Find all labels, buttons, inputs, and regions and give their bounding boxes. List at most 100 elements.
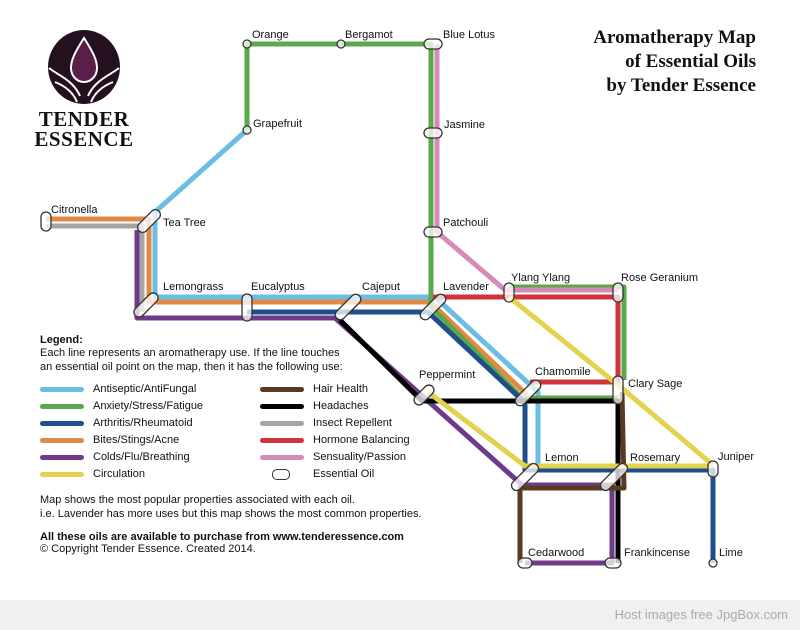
legend-item: Hair Health <box>260 382 440 396</box>
line-hormone <box>433 294 621 385</box>
legend-item: Essential Oil <box>260 467 440 481</box>
legend-item: Headaches <box>260 399 440 413</box>
station-tea-tree[interactable] <box>136 208 163 235</box>
legend-label: Hair Health <box>313 383 369 395</box>
footer-text[interactable]: Host images free JpgBox.com <box>614 607 788 622</box>
station-bergamot[interactable] <box>336 39 346 49</box>
label-citronella: Citronella <box>51 204 98 216</box>
line-sensuality <box>434 44 618 293</box>
label-peppermint: Peppermint <box>419 369 475 381</box>
label-cedarwood: Cedarwood <box>528 547 584 559</box>
label-clary-sage: Clary Sage <box>628 378 682 390</box>
station-lemon[interactable] <box>509 461 540 492</box>
essential-oil-marker-icon <box>272 468 290 480</box>
legend-item: Arthritis/Rheumatoid <box>40 416 260 430</box>
aromatherapy-map: Orange Bergamot Blue Lotus Grapefruit Ja… <box>40 29 754 569</box>
station-grapefruit[interactable] <box>242 125 252 135</box>
line-hair <box>517 391 627 563</box>
legend-label: Insect Repellent <box>313 417 392 429</box>
station-eucalyptus[interactable] <box>241 293 253 322</box>
legend-item: Insect Repellent <box>260 416 440 430</box>
legend-note-2: i.e. Lavender has more uses but this map… <box>40 508 422 520</box>
copyright-text: © Copyright Tender Essence. Created 2014… <box>40 543 256 555</box>
legend-swatch <box>40 437 84 443</box>
label-orange: Orange <box>252 29 289 41</box>
title-line-2: of Essential Oils <box>625 51 756 72</box>
label-juniper: Juniper <box>718 451 754 463</box>
label-chamomile: Chamomile <box>535 366 591 378</box>
label-tea-tree: Tea Tree <box>163 217 206 229</box>
legend-item: Circulation <box>40 467 260 481</box>
label-lemongrass: Lemongrass <box>163 281 224 293</box>
legend-label: Headaches <box>313 400 369 412</box>
legend-swatch <box>40 386 84 392</box>
station-frankincense[interactable] <box>604 557 622 569</box>
legend-desc-1: Each line represents an aromatherapy use… <box>40 347 340 359</box>
label-blue-lotus: Blue Lotus <box>443 29 495 41</box>
station-ylang-ylang[interactable] <box>503 282 515 303</box>
label-rose-geranium: Rose Geranium <box>621 272 698 284</box>
station-lime[interactable] <box>708 558 718 568</box>
station-rose-geranium[interactable] <box>612 282 624 303</box>
label-lime: Lime <box>719 547 743 559</box>
label-cajeput: Cajeput <box>362 281 400 293</box>
legend-item: Bites/Stings/Acne <box>40 433 260 447</box>
title-line-1: Aromatherapy Map <box>593 27 756 48</box>
line-antiseptic <box>152 128 541 470</box>
logo-text-1: TENDER <box>38 107 130 131</box>
label-frankincense: Frankincense <box>624 547 690 559</box>
station-chamomile[interactable] <box>513 378 543 408</box>
legend: Legend: Each line represents an aromathe… <box>40 334 440 555</box>
station-lemongrass[interactable] <box>132 291 160 319</box>
logo-text-2: ESSENCE <box>34 127 134 151</box>
legend-desc-2: an essential oil point on the map, then … <box>40 361 343 373</box>
legend-label: Antiseptic/AntiFungal <box>93 383 197 395</box>
label-jasmine: Jasmine <box>444 119 485 131</box>
station-blue-lotus[interactable] <box>423 38 443 50</box>
purchase-text: All these oils are available to purchase… <box>40 531 404 543</box>
line-insect-repellent <box>46 223 145 312</box>
label-patchouli: Patchouli <box>443 217 488 229</box>
legend-heading: Legend: <box>40 334 83 346</box>
page-title: Aromatherapy Map of Essential Oils by Te… <box>593 26 756 98</box>
legend-label: Hormone Balancing <box>313 434 410 446</box>
station-cedarwood[interactable] <box>517 557 533 569</box>
label-eucalyptus: Eucalyptus <box>251 281 305 293</box>
legend-item: Anxiety/Stress/Fatigue <box>40 399 260 413</box>
legend-swatch <box>260 420 304 426</box>
station-clary-sage[interactable] <box>612 375 624 405</box>
legend-label: Sensuality/Passion <box>313 451 406 463</box>
legend-swatch <box>40 420 84 426</box>
legend-swatch <box>40 403 84 409</box>
legend-label: Anxiety/Stress/Fatigue <box>93 400 204 412</box>
label-lemon: Lemon <box>545 452 579 464</box>
station-patchouli[interactable] <box>423 226 443 238</box>
station-peppermint[interactable] <box>412 383 436 407</box>
station-jasmine[interactable] <box>423 127 443 139</box>
legend-label: Colds/Flu/Breathing <box>93 451 190 463</box>
station-cajeput[interactable] <box>333 292 363 322</box>
station-lavender[interactable] <box>418 292 448 322</box>
station-rosemary[interactable] <box>598 461 629 492</box>
station-juniper[interactable] <box>707 460 719 478</box>
label-bergamot: Bergamot <box>345 29 393 41</box>
legend-swatch <box>40 454 84 460</box>
legend-swatch <box>260 437 304 443</box>
legend-label: Essential Oil <box>313 468 375 480</box>
footer-bar: Host images free JpgBox.com <box>0 600 800 630</box>
label-ylang-ylang: Ylang Ylang <box>511 272 570 284</box>
legend-label: Circulation <box>93 468 145 480</box>
logo: TENDER ESSENCE <box>34 30 134 151</box>
legend-item: Antiseptic/AntiFungal <box>40 382 260 396</box>
legend-item: Sensuality/Passion <box>260 450 440 464</box>
line-anxiety-2 <box>509 284 627 380</box>
legend-item: Colds/Flu/Breathing <box>40 450 260 464</box>
label-grapefruit: Grapefruit <box>253 118 302 130</box>
legend-swatch <box>260 454 304 460</box>
title-line-3: by Tender Essence <box>606 75 756 96</box>
legend-swatch <box>260 386 304 392</box>
station-citronella[interactable] <box>40 211 52 232</box>
line-circulation-2 <box>426 390 713 469</box>
station-orange[interactable] <box>242 39 252 49</box>
